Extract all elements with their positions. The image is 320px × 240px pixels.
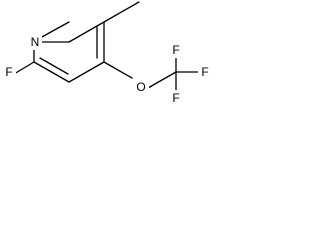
bond-c4-o <box>103 61 133 79</box>
atom-mask-f-top <box>169 42 183 58</box>
atom-label-f-top: F <box>172 43 179 57</box>
atom-mask-f-bottom <box>169 90 183 106</box>
atom-label-n: N <box>31 35 40 49</box>
bond-o-cf3 <box>147 71 177 89</box>
atom-mask-n <box>28 34 42 50</box>
atom-label-f-bottom: F <box>172 91 179 105</box>
bond-ring-c3-c2-inner <box>39 57 69 75</box>
atom-mask-f-right <box>198 64 212 80</box>
bond-ring-c3-c2 <box>33 61 70 83</box>
bond-c2-f <box>13 61 35 75</box>
atom-label-o: O <box>136 80 145 94</box>
bond-ring-c4-c3 <box>68 61 105 83</box>
bond-ring-n1-c6-visual <box>39 21 70 39</box>
atom-mask-f-ring <box>2 64 16 80</box>
atom-label-f-ring: F <box>5 65 12 79</box>
bond-ring-c6-c5 <box>68 21 105 43</box>
chemical-structure-diagram: N F O F F F <box>2 1 212 106</box>
bond-methyl <box>103 1 140 23</box>
atom-label-f-right: F <box>201 65 208 79</box>
atom-mask-o <box>133 79 149 95</box>
